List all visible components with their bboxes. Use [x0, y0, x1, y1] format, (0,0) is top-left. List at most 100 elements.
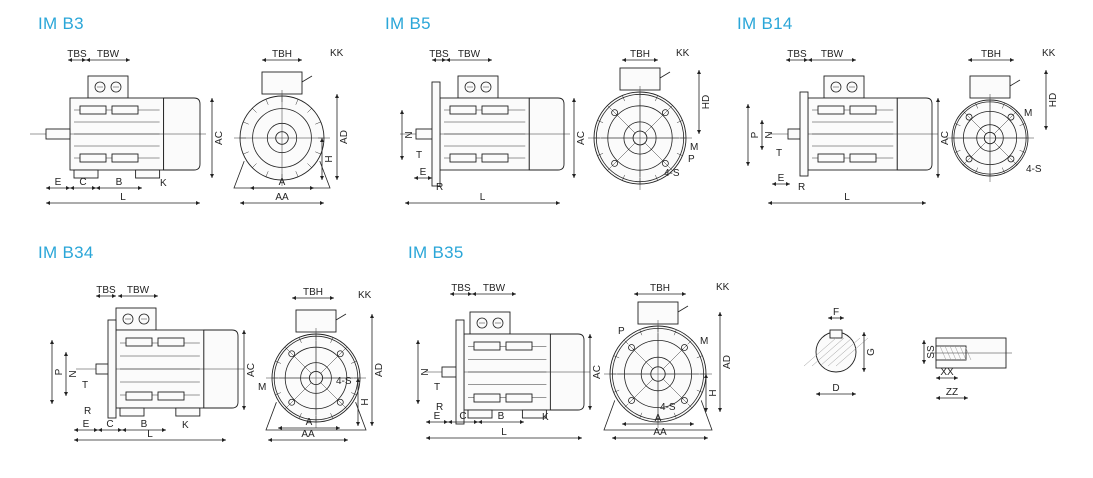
arrow-head — [92, 186, 96, 190]
section-hatch — [811, 337, 845, 367]
arrow-head — [852, 392, 856, 396]
dim-label-l: L — [147, 429, 153, 440]
arrow-head — [468, 292, 472, 296]
dim-label-tbh: TBH — [630, 49, 650, 60]
im-b3-front-view — [233, 71, 331, 189]
arrow-head — [936, 376, 940, 380]
bolt-hole — [628, 344, 635, 351]
arrow-head — [474, 420, 478, 424]
dim-label-n: N — [420, 368, 431, 375]
arrow-head — [370, 314, 374, 318]
dim-label-m: M — [258, 382, 266, 393]
fin-plate — [481, 153, 509, 163]
dim-label-n: N — [764, 131, 775, 138]
fin-plate — [473, 341, 501, 351]
terminal-box — [115, 307, 157, 331]
arrow-head — [356, 378, 360, 382]
arrow-head — [64, 392, 68, 396]
dim-label-e: E — [55, 177, 62, 188]
arrow-head — [1044, 70, 1048, 74]
cable-gland — [677, 305, 689, 313]
arrow-head — [852, 58, 856, 62]
cooling-fin — [673, 329, 677, 336]
arrow-head — [936, 174, 940, 178]
arrow-head — [816, 392, 820, 396]
dim-label-t: T — [82, 380, 88, 391]
dim-label-s4: 4-S — [1026, 164, 1042, 175]
terminal-screw — [464, 81, 476, 93]
arrow-head — [704, 374, 708, 378]
arrow-head — [472, 292, 476, 296]
dim-label-s4: 4-S — [660, 402, 676, 413]
cooling-fin — [668, 105, 673, 110]
dim-label-m: M — [700, 336, 708, 347]
im-b34-side-view — [76, 307, 244, 419]
cooling-fin — [655, 174, 658, 181]
arrow-head — [414, 176, 418, 180]
mounting-feet — [265, 402, 367, 431]
dim-label-kk: KK — [330, 48, 344, 59]
arrow-head — [162, 428, 166, 432]
dim-label-r: R — [798, 182, 805, 193]
cooling-fin — [622, 174, 625, 181]
title-im-b5: IM B5 — [385, 14, 431, 33]
dim-label-hd: HD — [701, 95, 712, 109]
bolt-hole — [611, 159, 619, 167]
arrow-head — [512, 292, 516, 296]
fin-plate — [157, 391, 185, 401]
terminal-screw — [846, 81, 858, 93]
bolt-hole — [681, 344, 688, 351]
terminal-screw — [138, 313, 150, 325]
arrow-head — [760, 146, 764, 150]
dim-label-tbw: TBW — [127, 285, 150, 296]
bolt-hole — [336, 398, 344, 406]
cooling-fin — [673, 412, 677, 419]
cooling-fin — [676, 153, 683, 156]
cooling-fin — [330, 413, 334, 419]
arrow-head — [96, 186, 100, 190]
arrow-head — [718, 312, 722, 316]
bolt-hole — [965, 155, 973, 163]
arrow-head — [1010, 58, 1014, 62]
arrow-head — [335, 176, 339, 180]
im-b35-front-view — [603, 301, 713, 431]
arrow-head — [118, 428, 122, 432]
dim-label-kk: KK — [358, 290, 372, 301]
arrow-head — [210, 174, 214, 178]
arrow-head — [222, 438, 226, 442]
arrow-head — [1044, 126, 1048, 130]
fin-plate — [449, 105, 477, 115]
mounting-foot — [467, 409, 493, 419]
dim-label-tbh: TBH — [303, 287, 323, 298]
arrow-head — [154, 294, 158, 298]
cooling-fin — [243, 151, 249, 155]
im-b5-front-view — [588, 67, 692, 190]
dim-label-l: L — [501, 427, 507, 438]
dim-label-tbs: TBS — [67, 49, 87, 60]
dim-label-p: P — [54, 368, 65, 375]
shaft-key-detail: FGD — [803, 307, 877, 396]
arrow-head — [578, 436, 582, 440]
cooling-fin — [607, 166, 612, 171]
fin-plate — [125, 391, 153, 401]
arrow-head — [64, 352, 68, 356]
arrow-head — [572, 98, 576, 102]
dim-label-t: T — [434, 382, 440, 393]
arrow-head — [330, 296, 334, 300]
arrow-head — [370, 422, 374, 426]
dim-label-t: T — [416, 150, 422, 161]
arrow-head — [936, 396, 940, 400]
dim-label-ac: AC — [592, 365, 603, 379]
cooling-fin — [298, 337, 302, 343]
dim-label-p: P — [750, 131, 761, 138]
terminal-screw — [122, 313, 134, 325]
arrow-head — [320, 201, 324, 205]
dim-label-k: K — [542, 412, 549, 423]
dim-label-t: T — [776, 148, 782, 159]
dim-label-h: H — [708, 389, 719, 396]
dim-label-r: R — [436, 402, 443, 413]
cooling-fin — [622, 95, 625, 102]
